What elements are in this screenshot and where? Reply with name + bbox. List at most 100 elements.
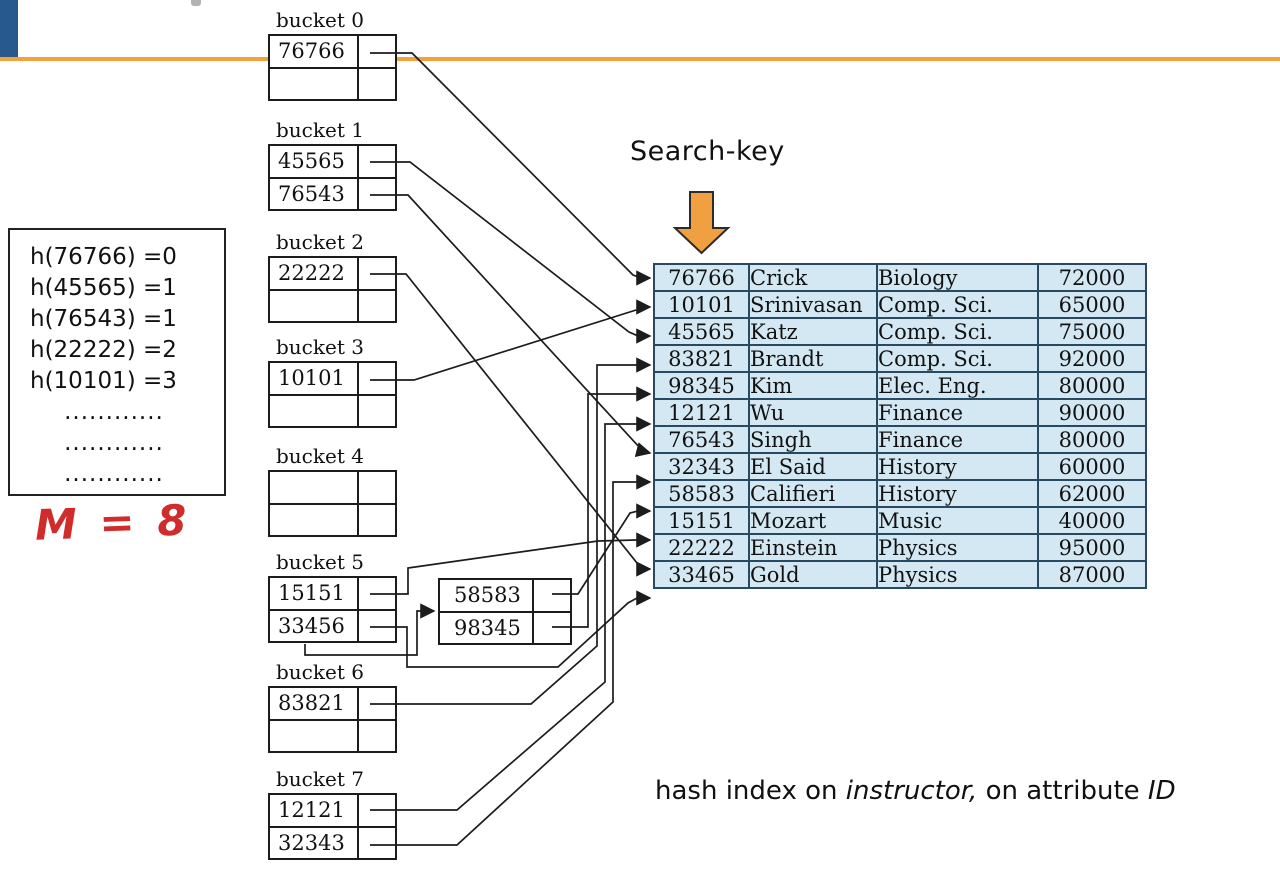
id-cell: 22222 — [653, 533, 750, 562]
bucket-pointer-cell — [359, 291, 395, 322]
hash-line: h(10101) =3 — [30, 368, 177, 394]
salary-cell: 72000 — [1037, 263, 1147, 292]
caption-text: hash index on — [655, 776, 846, 806]
name-cell: Brandt — [748, 344, 878, 373]
bucket-key: 83821 — [270, 688, 359, 719]
caption-id: ID — [1147, 776, 1176, 806]
bucket-7: bucket 7 12121 32343 — [268, 767, 397, 860]
hash-line: h(76766) =0 — [30, 244, 177, 270]
arrow-bucket0-76766 — [370, 52, 652, 286]
id-cell: 10101 — [653, 290, 750, 319]
bucket-pointer-cell — [534, 613, 570, 644]
dept-cell: Finance — [876, 398, 1039, 427]
salary-cell: 60000 — [1037, 452, 1147, 481]
bucket-label: bucket 0 — [276, 8, 364, 32]
bucket-pointer-cell — [359, 472, 395, 503]
bucket-key — [270, 505, 359, 536]
figure-caption: hash index on instructor, on attribute I… — [655, 776, 1176, 806]
bucket-pointer-cell — [359, 396, 395, 427]
bucket-key: 76543 — [270, 179, 359, 210]
id-cell: 15151 — [653, 506, 750, 535]
cropped-title-artifact — [191, 0, 201, 6]
header-rule — [0, 57, 1280, 61]
bucket-pointer-cell — [359, 688, 395, 719]
dept-cell: Music — [876, 506, 1039, 535]
id-cell: 32343 — [653, 452, 750, 481]
bucket-key: 10101 — [270, 363, 359, 394]
bucket-key: 32343 — [270, 828, 359, 859]
salary-cell: 75000 — [1037, 317, 1147, 346]
bucket-2: bucket 2 22222 — [268, 230, 397, 323]
name-cell: Katz — [748, 317, 878, 346]
arrow-bucket7-32343 — [370, 474, 652, 846]
caption-instructor: instructor, — [845, 776, 978, 806]
bucket-label: bucket 5 — [276, 550, 364, 574]
bucket-key — [270, 69, 359, 100]
bucket-key: 98345 — [440, 613, 534, 644]
dept-cell: Physics — [876, 560, 1039, 589]
id-cell: 76766 — [653, 263, 750, 292]
bucket-label: bucket 6 — [276, 660, 364, 684]
m-equals-8-annotation: M = 8 — [34, 495, 192, 550]
hash-ellipsis: ............ — [64, 430, 164, 456]
salary-cell: 90000 — [1037, 398, 1147, 427]
dept-cell: Biology — [876, 263, 1039, 292]
id-cell: 98345 — [653, 371, 750, 400]
name-cell: Srinivasan — [748, 290, 878, 319]
bucket-pointer-cell — [359, 69, 395, 100]
bucket-6: bucket 6 83821 — [268, 660, 397, 753]
name-cell: Wu — [748, 398, 878, 427]
salary-cell: 40000 — [1037, 506, 1147, 535]
bucket-pointer-cell — [534, 580, 570, 611]
bucket-pointer-cell — [359, 179, 395, 210]
arrow-bucket2-22222 — [370, 273, 652, 577]
bucket-label: bucket 3 — [276, 335, 364, 359]
name-cell: Singh — [748, 425, 878, 454]
name-cell: Kim — [748, 371, 878, 400]
bucket-5: bucket 5 15151 33456 — [268, 550, 397, 643]
bucket-pointer-cell — [359, 828, 395, 859]
id-cell: 33465 — [653, 560, 750, 589]
bucket-pointer-cell — [359, 363, 395, 394]
hash-function-box: h(76766) =0 h(45565) =1 h(76543) =1 h(22… — [8, 228, 226, 496]
bucket-key: 76766 — [270, 36, 359, 67]
bucket-key: 15151 — [270, 578, 359, 609]
bucket-label: bucket 2 — [276, 230, 364, 254]
salary-cell: 80000 — [1037, 371, 1147, 400]
bucket-label: bucket 1 — [276, 118, 364, 142]
hash-line: h(45565) =1 — [30, 275, 177, 301]
name-cell: Mozart — [748, 506, 878, 535]
bucket-pointer-cell — [359, 146, 395, 177]
bucket-key: 58583 — [440, 580, 534, 611]
hash-ellipsis: ............ — [64, 461, 164, 487]
arrow-bucket1-45565 — [370, 161, 652, 344]
bucket-key: 33456 — [270, 611, 359, 642]
dept-cell: History — [876, 452, 1039, 481]
dept-cell: Elec. Eng. — [876, 371, 1039, 400]
id-cell: 58583 — [653, 479, 750, 508]
bucket-key: 45565 — [270, 146, 359, 177]
salary-cell: 65000 — [1037, 290, 1147, 319]
bucket-key — [270, 291, 359, 322]
bucket-label: bucket 4 — [276, 444, 364, 468]
name-cell: El Said — [748, 452, 878, 481]
name-cell: Einstein — [748, 533, 878, 562]
bucket-key — [270, 472, 359, 503]
arrow-bucket6-83821 — [370, 357, 652, 705]
bucket-key: 22222 — [270, 258, 359, 289]
bucket-key — [270, 396, 359, 427]
caption-text: on attribute — [977, 776, 1148, 806]
bucket-pointer-cell — [359, 611, 395, 642]
bucket-key: 12121 — [270, 795, 359, 826]
